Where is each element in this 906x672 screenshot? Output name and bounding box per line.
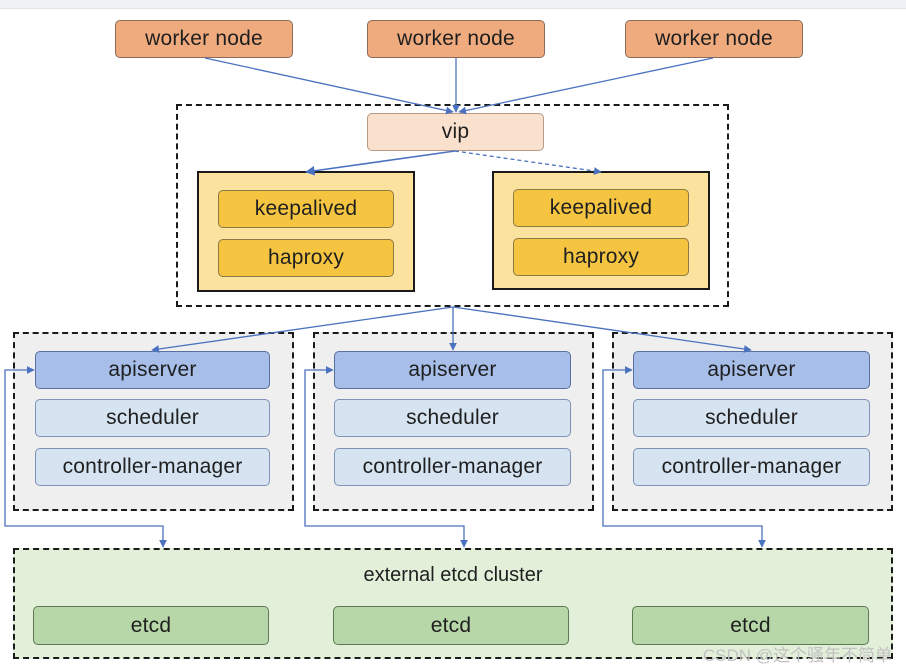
keepalived-label: keepalived — [549, 196, 653, 219]
scheduler-box-2: scheduler — [334, 399, 571, 437]
haproxy-box-2: haproxy — [513, 238, 689, 276]
apiserver-box-1: apiserver — [35, 351, 270, 389]
worker-node-label: worker node — [397, 27, 515, 50]
apiserver-box-3: apiserver — [633, 351, 870, 389]
etcd-label: etcd — [730, 613, 771, 637]
controller-manager-box-1: controller-manager — [35, 448, 270, 486]
etcd-box-2: etcd — [333, 606, 569, 645]
keepalived-box-2: keepalived — [513, 189, 689, 227]
etcd-box-3: etcd — [632, 606, 869, 645]
vip-box: vip — [367, 113, 544, 151]
scheduler-box-1: scheduler — [35, 399, 270, 437]
watermark: CSDN @这个骚年不简单 — [702, 646, 892, 665]
haproxy-label: haproxy — [267, 246, 345, 269]
controller-manager-label: controller-manager — [362, 455, 543, 478]
controller-manager-label: controller-manager — [62, 455, 243, 478]
controller-manager-label: controller-manager — [661, 455, 842, 478]
worker-node-label: worker node — [655, 27, 773, 50]
apiserver-label: apiserver — [108, 358, 197, 381]
top-strip — [0, 0, 906, 9]
scheduler-label: scheduler — [406, 406, 499, 429]
worker-node-1: worker node — [115, 20, 293, 58]
vip-label: vip — [441, 120, 470, 143]
apiserver-label: apiserver — [707, 358, 796, 381]
haproxy-label: haproxy — [562, 245, 640, 268]
worker-node-2: worker node — [367, 20, 545, 58]
scheduler-label: scheduler — [705, 406, 798, 429]
scheduler-box-3: scheduler — [633, 399, 870, 437]
worker-node-label: worker node — [145, 27, 263, 50]
worker-node-3: worker node — [625, 20, 803, 58]
scheduler-label: scheduler — [106, 406, 199, 429]
apiserver-label: apiserver — [408, 358, 497, 381]
etcd-label: etcd — [130, 613, 172, 637]
controller-manager-box-2: controller-manager — [334, 448, 571, 486]
keepalived-box-1: keepalived — [218, 190, 394, 228]
etcd-label: etcd — [430, 613, 472, 637]
etcd-cluster-label: external etcd cluster — [363, 564, 543, 586]
haproxy-box-1: haproxy — [218, 239, 394, 277]
controller-manager-box-3: controller-manager — [633, 448, 870, 486]
keepalived-label: keepalived — [254, 197, 358, 220]
apiserver-box-2: apiserver — [334, 351, 571, 389]
etcd-box-1: etcd — [33, 606, 269, 645]
